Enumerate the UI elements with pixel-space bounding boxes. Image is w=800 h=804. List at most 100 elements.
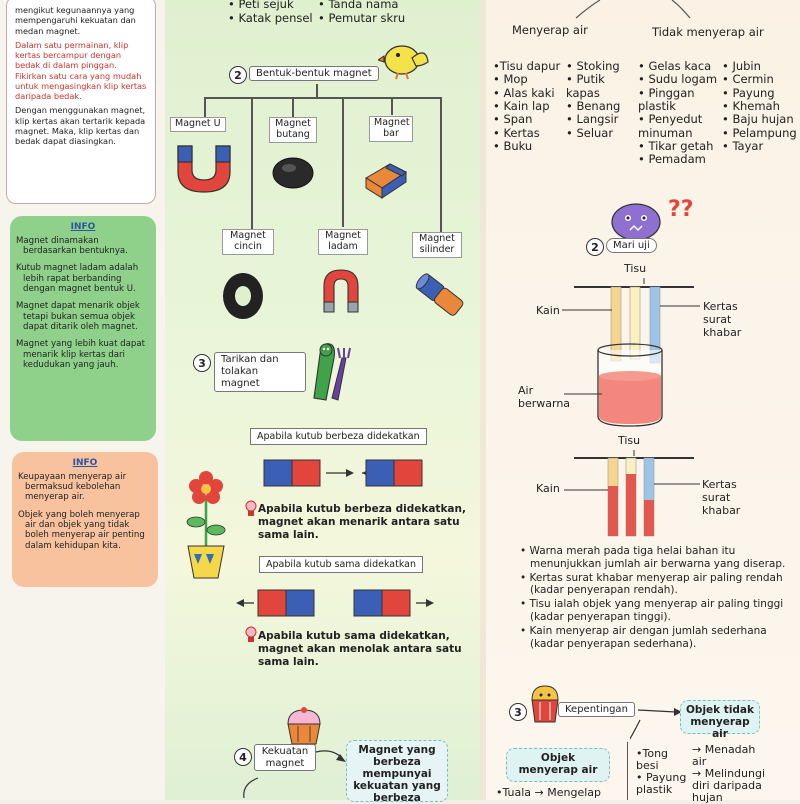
bulb-icon (245, 626, 257, 642)
cloth-label: Kain (536, 304, 560, 317)
list-item: kapas (566, 85, 600, 100)
middle-column (165, 0, 480, 800)
list-item: • Putik (566, 72, 605, 87)
info-item: Kutub magnet ladam adalah lebih rapat be… (16, 263, 139, 295)
tree-line (204, 97, 206, 117)
use-item: • Peti sejuk (228, 0, 294, 11)
list-item: plastik (636, 783, 673, 797)
magnet-u-label: Magnet U (170, 117, 226, 132)
attract-caption: Apabila kutub berbeza didekatkan (250, 428, 427, 445)
info-title: INFO (70, 222, 96, 232)
colored-water-label: Air berwarna (518, 384, 571, 411)
tree-line (292, 97, 294, 117)
activity-box: mengikut kegunaannya yang mempengaruhi k… (6, 0, 156, 204)
experiment-before (562, 278, 700, 427)
list-item: • Tikar getah (638, 138, 714, 153)
bar-magnet-icon (365, 163, 407, 199)
list-item: air (692, 755, 707, 769)
newspaper-label: Kertas surat khabar (702, 478, 741, 518)
list-item: • Kain lap (493, 98, 550, 113)
info-item: Keupayaan menyerap air bermaksud keboleh… (18, 471, 127, 503)
step-number: 4 (234, 748, 252, 766)
observation-item: • Warna merah pada tiga helai bahan itu … (520, 545, 786, 570)
list-item: • Payung (636, 771, 687, 785)
not-absorb-objects: •Tong besi • Payung plastik (636, 747, 687, 797)
repel-note: Apabila kutub sama didekatkan, magnet ak… (258, 630, 462, 669)
cupcake-character-icon (531, 685, 559, 723)
list-item: •Tisu dapur (493, 59, 561, 73)
magnet-horseshoe-label: Magnet ladam (318, 229, 368, 255)
list-item: • Alas kaki (493, 85, 555, 100)
tree-line (204, 97, 440, 99)
list-item: plastik (638, 98, 676, 113)
not-absorb-list-b: • Jubin • Cermin • Payung • Khemah • Baj… (722, 59, 797, 153)
tree-line (316, 84, 318, 98)
observation-item: • Kain menyerap air dengan jumlah sederh… (520, 624, 767, 650)
ring-magnet-icon (223, 273, 263, 319)
step-label-test: Mari uji (606, 238, 657, 253)
list-item: • Tayar (722, 138, 764, 153)
step-number: 2 (229, 66, 247, 84)
list-item: • Kertas (493, 125, 540, 140)
use-item: • Katak pensel (228, 11, 313, 25)
flower-pot-icon (186, 471, 226, 579)
towel-use: •Tuala → Mengelap (496, 786, 602, 799)
strength-bubble: Magnet yang berbeza mempunyai kekuatan y… (346, 740, 448, 804)
step-number: 3 (193, 354, 211, 372)
attract-diagram (263, 459, 423, 487)
list-item: minuman (638, 125, 693, 140)
info-box-magnet: INFO Magnet dinamakan berdasarkan bentuk… (10, 216, 156, 441)
info-box-absorb: INFO Keupayaan menyerap air bermaksud ke… (12, 452, 158, 587)
cylinder-magnet-icon (415, 273, 464, 316)
svg-text:??: ?? (668, 197, 694, 222)
not-absorb-heading: Tidak menyerap air (652, 25, 764, 39)
magnet-character-icon (313, 343, 351, 401)
list-item: • Span (493, 112, 533, 127)
horseshoe-magnet-icon (323, 269, 359, 313)
tissue-label: Tisu (624, 262, 647, 275)
branch-arrows (575, 0, 691, 19)
not-absorb-bubble: Objek tidak menyerap air (680, 700, 760, 740)
list-item: • Benang (566, 98, 621, 113)
absorb-heading: Menyerap air (512, 23, 588, 37)
list-item: • Penyedut (638, 112, 703, 127)
list-item: • Gelas kaca (638, 59, 712, 73)
list-item: • Stoking (566, 59, 620, 73)
activity-intro: mengikut kegunaannya yang mempengaruhi k… (15, 5, 136, 36)
list-item: • Khemah (722, 98, 780, 113)
list-item: • Sudu logam (638, 72, 718, 87)
u-magnet-icon (177, 145, 231, 193)
step-label-importance: Kepentingan (558, 702, 635, 717)
divider-line (627, 742, 629, 800)
list-item: diri daripada (692, 779, 762, 793)
left-column: mengikut kegunaannya yang mempengaruhi k… (0, 0, 165, 800)
bird-icon (378, 45, 429, 80)
cupcake-icon (287, 707, 321, 745)
magnet-bar-label: Magnet bar (369, 116, 413, 142)
step-number: 2 (586, 238, 604, 256)
info-item: Magnet yang lebih kuat dapat menarik kli… (16, 339, 145, 370)
use-item: • Tanda nama (318, 0, 399, 11)
list-item: • Jubin (722, 59, 761, 73)
absorb-list-a: •Tisu dapur • Mop • Alas kaki • Kain lap… (493, 59, 561, 153)
step-label-strength: Kekuatan magnet (254, 744, 316, 771)
magnet-button-label: Magnet butang (269, 117, 317, 143)
monster-icon: ?? (611, 197, 694, 241)
list-item: •Tong (636, 747, 669, 760)
magnet-ring-label: Magnet cincin (222, 229, 274, 255)
step-number: 3 (509, 703, 527, 721)
list-item: → Melindungi (692, 767, 766, 781)
experiment-after (564, 450, 700, 537)
column-gap (480, 0, 486, 800)
list-item: • Seluar (566, 125, 614, 140)
not-absorb-list-a: • Gelas kaca • Sudu logam • Pinggan plas… (638, 59, 718, 167)
bulb-icon (245, 500, 257, 516)
not-absorb-uses: → Menadah air → Melindungi diri daripada… (692, 743, 766, 804)
list-item: • Langsir (566, 112, 619, 127)
tree-line (391, 97, 393, 115)
list-item: • Buku (493, 138, 533, 153)
arrows-strength (243, 750, 346, 799)
tissue-label: Tisu (618, 434, 641, 447)
observation-item: • Kertas surat khabar menyerap air palin… (520, 571, 783, 597)
list-item: • Pemadam (638, 152, 706, 167)
